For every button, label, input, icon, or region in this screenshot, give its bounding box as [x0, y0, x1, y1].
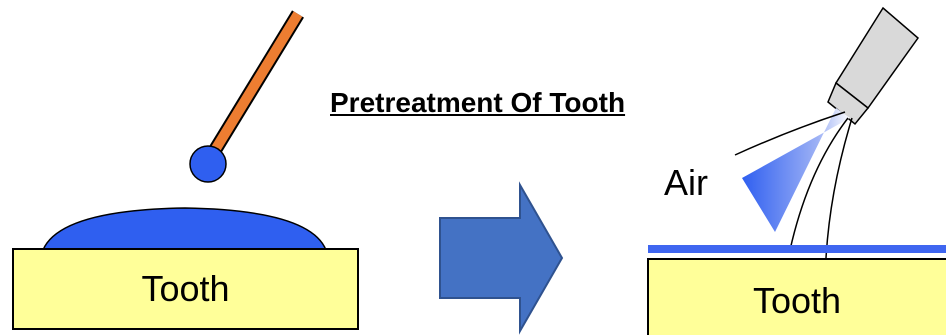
tooth-label-left: Tooth [141, 268, 230, 309]
tooth-block-left [12, 248, 359, 330]
spray-line-2 [789, 117, 849, 251]
air-nozzle-icon [734, 6, 920, 259]
diagram-title: Pretreatment Of Tooth [330, 87, 626, 118]
primer-film [648, 245, 946, 253]
tooth-label-right: Tooth [752, 280, 842, 321]
brush-tip [189, 145, 227, 183]
nozzle-tip [827, 81, 870, 126]
air-label: Air [664, 162, 708, 203]
spray-line-3 [825, 117, 853, 259]
spray-line-1 [734, 111, 846, 156]
tooth-block-right [647, 258, 946, 335]
liquid-drop-icon [41, 207, 328, 251]
right-arrow-icon [439, 181, 564, 335]
brush-applicator-icon [189, 10, 304, 183]
air-spray [742, 108, 850, 232]
